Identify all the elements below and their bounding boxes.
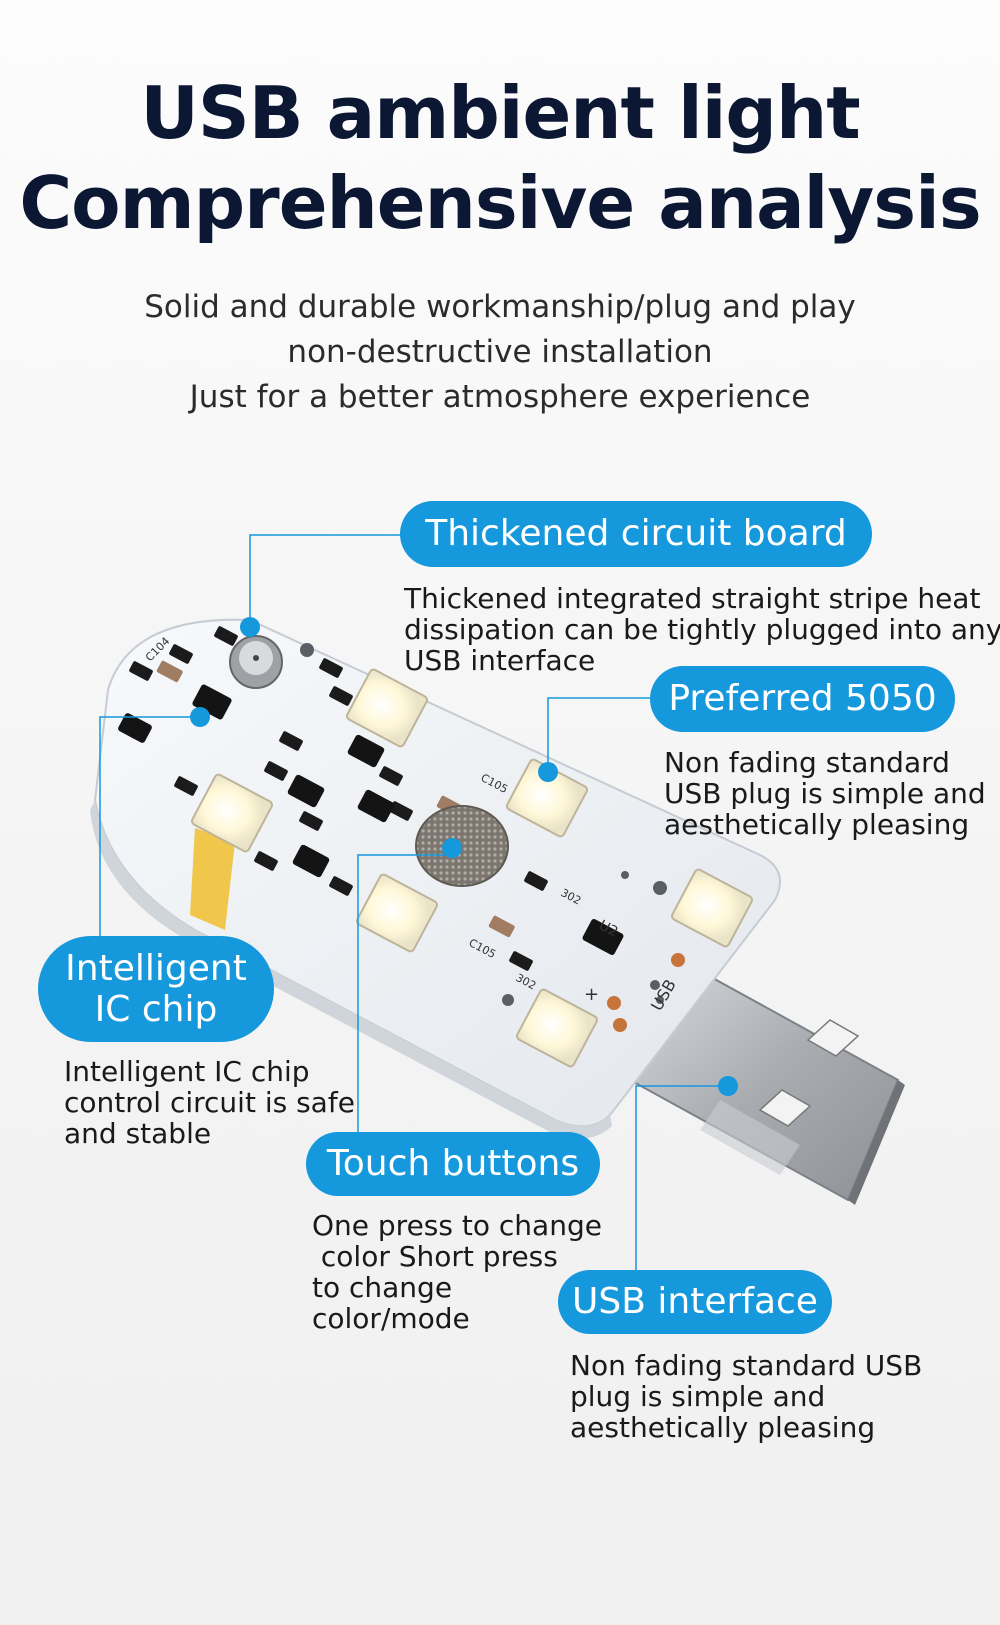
callout-touch-buttons-line1: One press to change	[312, 1209, 602, 1242]
callout-touch-buttons-description: One press to change color Short press to…	[312, 1210, 602, 1334]
callout-touch-buttons-line4: color/mode	[312, 1302, 470, 1335]
callout-preferred-5050-label: Preferred 5050	[668, 678, 937, 720]
callout-circuit-board-badge: Thickened circuit board	[400, 501, 872, 567]
callout-circuit-board-line3: USB interface	[404, 644, 596, 677]
callout-circuit-board-description: Thickened integrated straight stripe hea…	[404, 583, 1000, 676]
silkscreen-plus: +	[584, 984, 599, 1005]
subtitle-line3: Just for a better atmosphere experience	[189, 379, 811, 415]
circuit-board: USB U2 C105 C105 C104 302 302 +	[90, 618, 781, 1139]
callout-preferred-5050-badge: Preferred 5050	[650, 666, 955, 732]
callout-ic-chip-line3: and stable	[64, 1117, 212, 1150]
callout-ic-chip-badge: Intelligent IC chip	[38, 936, 274, 1042]
callout-ic-chip-description: Intelligent IC chip control circuit is s…	[64, 1056, 355, 1149]
callout-circuit-board-line1: Thickened integrated straight stripe hea…	[404, 582, 981, 615]
led-5050-group	[191, 668, 753, 1068]
callout-circuit-board-line2: dissipation can be tightly plugged into …	[404, 613, 1000, 646]
callout-usb-interface-label: USB interface	[572, 1281, 818, 1323]
callout-ic-chip-label-line1: Intelligent	[65, 947, 247, 989]
callout-usb-interface-line1: Non fading standard USB	[570, 1349, 923, 1382]
callout-ic-chip-line2: control circuit is safe	[64, 1086, 355, 1119]
callout-anchor-dots	[190, 617, 738, 1096]
page-title-line2: Comprehensive analysis	[19, 161, 981, 245]
callout-touch-buttons-line2: color Short press	[312, 1240, 558, 1273]
callout-usb-interface-description: Non fading standard USB plug is simple a…	[570, 1350, 922, 1443]
callout-touch-buttons-badge: Touch buttons	[306, 1132, 600, 1196]
callout-ic-chip-label-line2: IC chip	[94, 989, 218, 1030]
silkscreen-u2: U2	[596, 917, 620, 940]
callout-touch-buttons-label: Touch buttons	[326, 1143, 580, 1185]
callout-preferred-5050-line3: aesthetically pleasing	[664, 808, 970, 841]
callout-usb-interface-badge: USB interface	[558, 1270, 832, 1334]
callout-preferred-5050-line1: Non fading standard	[664, 746, 950, 779]
callout-preferred-5050-description: Non fading standard USB plug is simple a…	[664, 747, 986, 840]
callout-usb-interface-line2: plug is simple and	[570, 1380, 826, 1413]
callout-ic-chip-line1: Intelligent IC chip	[64, 1055, 310, 1088]
callout-preferred-5050-line2: USB plug is simple and	[664, 777, 986, 810]
callout-touch-buttons-line3: to change	[312, 1271, 453, 1304]
subtitle-line1: Solid and durable workmanship/plug and p…	[144, 289, 856, 325]
callout-usb-interface-line3: aesthetically pleasing	[570, 1411, 876, 1444]
page-title-line1: USB ambient light	[140, 71, 860, 155]
callout-circuit-board-label: Thickened circuit board	[425, 513, 847, 555]
subtitle-line2: non-destructive installation	[287, 334, 713, 370]
usb-metal-plug	[628, 958, 905, 1205]
callout-leader-lines	[99, 534, 728, 1278]
